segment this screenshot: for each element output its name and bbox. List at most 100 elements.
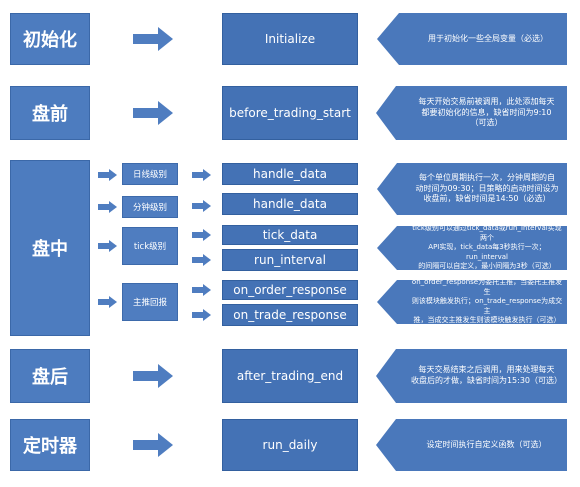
- arrow-head: [158, 101, 173, 125]
- arrow-shaft: [133, 371, 159, 381]
- note-run-daily-text: 设定时间执行自定义函数（可选）: [427, 440, 547, 451]
- arrow-shaft: [192, 257, 204, 263]
- separator-tick: [222, 245, 358, 249]
- arrow-head: [203, 169, 211, 181]
- arrow-shaft: [192, 287, 204, 293]
- arrow-icon-on-order-response: [192, 284, 212, 296]
- function-box-on-trade-response: on_trade_response: [222, 304, 358, 326]
- arrow-icon-intraday-push: [98, 296, 118, 308]
- note-handle-data-text: 每个单位周期执行一次，分钟周期的自动时间为09:30；日策略的启动时间设为收盘前…: [415, 173, 558, 205]
- note-pointer-run-daily: [376, 419, 396, 471]
- note-pointer-initialize: [377, 13, 399, 65]
- arrow-head: [203, 229, 211, 241]
- arrow-icon-intraday-tick: [98, 240, 118, 252]
- arrow-head: [109, 296, 117, 308]
- note-initialize: 用于初始化一些全局变量（必选）: [399, 13, 567, 65]
- note-after-trading-end-line-1: 每天交易结束之后调用，用来处理每天: [418, 365, 555, 375]
- arrow-head: [158, 27, 173, 51]
- note-run-daily-line-1: 设定时间执行自定义函数（可选）: [426, 439, 547, 449]
- function-box-on-order-response: on_order_response: [222, 280, 358, 300]
- arrow-icon-intraday-daily: [98, 169, 118, 181]
- note-responses-line-3: 推，当成交主推发生则该模块触发执行（可选）: [413, 316, 561, 325]
- note-responses-line-2: 则该模块触发执行；on_trade_response为成交主: [411, 297, 563, 315]
- note-handle-data-line-2: 动时间为09:30；日策略的启动时间设为: [415, 183, 559, 193]
- arrow-icon-post: [133, 364, 173, 388]
- arrow-shaft: [192, 172, 204, 178]
- note-before-trading-start-line-3: （可选）: [470, 118, 503, 128]
- function-box-handle-data-minute: handle_data: [222, 193, 358, 215]
- note-after-trading-end: 每天交易结束之后调用，用来处理每天收盘后的才做，缺省时间为15:30（可选）: [396, 349, 567, 403]
- level-box-daily: 日线级别: [122, 163, 178, 185]
- note-pointer-responses: [377, 280, 397, 324]
- arrow-shaft: [192, 203, 204, 209]
- arrow-shaft: [98, 172, 110, 178]
- note-tick-interval-line-3: 的间隔可以自定义，最小间隔为3秒（可选）: [418, 262, 556, 271]
- function-box-tick-data: tick_data: [222, 225, 358, 245]
- note-handle-data-line-3: 收盘前，缺省时间是14:50（必选）: [423, 194, 551, 204]
- arrow-shaft: [192, 232, 204, 238]
- note-before-trading-start: 每天开始交易前被调用，此处添加每天都要初始化的信息，缺省时间为9:10（可选）: [396, 86, 567, 140]
- note-before-trading-start-line-2: 都要初始化的信息，缺省时间为9:10: [421, 107, 552, 117]
- function-box-run-interval: run_interval: [222, 249, 358, 271]
- separator-push: [222, 300, 358, 304]
- function-box-run-daily: run_daily: [222, 419, 358, 471]
- note-tick-interval-line-2: API实现，tick_data每3秒执行一次；run_interval: [428, 243, 546, 261]
- arrow-shaft: [133, 108, 159, 118]
- stage-box-post: 盘后: [10, 349, 90, 403]
- arrow-head: [203, 200, 211, 212]
- stage-box-pre: 盘前: [10, 86, 90, 140]
- level-box-tick: tick级别: [122, 227, 178, 265]
- arrow-icon-run-interval: [192, 254, 212, 266]
- function-box-before-trading-start: before_trading_start: [222, 86, 358, 140]
- stage-box-init: 初始化: [10, 13, 90, 65]
- arrow-shaft: [133, 34, 159, 44]
- arrow-head: [158, 364, 173, 388]
- arrow-head: [203, 284, 211, 296]
- note-initialize-text: 用于初始化一些全局变量（必选）: [428, 34, 548, 45]
- arrow-head: [109, 240, 117, 252]
- stage-box-timer: 定时器: [10, 419, 90, 471]
- note-initialize-line-1: 用于初始化一些全局变量（必选）: [428, 33, 548, 43]
- arrow-shaft: [98, 204, 110, 210]
- arrow-shaft: [192, 312, 204, 318]
- arrow-icon-daily-handle-data: [192, 169, 212, 181]
- note-responses: on_order_response为委托主推，当委托主推发生则该模块触发执行；o…: [397, 278, 567, 325]
- arrow-shaft: [133, 440, 159, 450]
- note-tick-interval-line-1: tick级别可以通过tick_data或run_interval实现两个: [412, 224, 562, 242]
- stage-box-intraday: 盘中: [10, 160, 90, 336]
- level-box-minute: 分钟级别: [122, 196, 178, 218]
- arrow-icon-on-trade-response: [192, 309, 212, 321]
- function-box-after-trading-end: after_trading_end: [222, 349, 358, 403]
- arrow-icon-intraday-minute: [98, 201, 118, 213]
- note-run-daily: 设定时间执行自定义函数（可选）: [396, 419, 567, 471]
- level-box-push: 主推回报: [122, 283, 178, 321]
- arrow-icon-minute-handle-data: [192, 200, 212, 212]
- note-pointer-before-trading-start: [376, 86, 396, 140]
- note-handle-data: 每个单位周期执行一次，分钟周期的自动时间为09:30；日策略的启动时间设为收盘前…: [397, 163, 567, 215]
- arrow-shaft: [98, 243, 110, 249]
- note-responses-text: on_order_response为委托主推，当委托主推发生则该模块触发执行；o…: [411, 278, 563, 325]
- arrow-icon-pre: [133, 101, 173, 125]
- arrow-icon-tick-data: [192, 229, 212, 241]
- note-pointer-after-trading-end: [376, 349, 396, 403]
- arrow-icon-init: [133, 27, 173, 51]
- function-box-initialize: Initialize: [222, 13, 358, 65]
- arrow-shaft: [98, 299, 110, 305]
- arrow-head: [203, 309, 211, 321]
- function-box-handle-data-daily: handle_data: [222, 163, 358, 185]
- note-responses-line-1: on_order_response为委托主推，当委托主推发生: [411, 278, 563, 296]
- note-after-trading-end-line-2: 收盘后的才做，缺省时间为15:30（可选）: [410, 376, 563, 385]
- arrow-icon-timer: [133, 433, 173, 457]
- note-before-trading-start-text: 每天开始交易前被调用，此处添加每天都要初始化的信息，缺省时间为9:10（可选）: [419, 97, 555, 129]
- note-handle-data-line-1: 每个单位周期执行一次，分钟周期的自: [419, 172, 555, 182]
- arrow-head: [158, 433, 173, 457]
- note-after-trading-end-text: 每天交易结束之后调用，用来处理每天收盘后的才做，缺省时间为15:30（可选）: [411, 365, 562, 387]
- arrow-head: [203, 254, 211, 266]
- arrow-head: [109, 169, 117, 181]
- note-pointer-handle-data: [377, 163, 397, 215]
- note-pointer-tick-interval: [377, 226, 397, 270]
- note-before-trading-start-line-1: 每天开始交易前被调用，此处添加每天: [418, 96, 555, 106]
